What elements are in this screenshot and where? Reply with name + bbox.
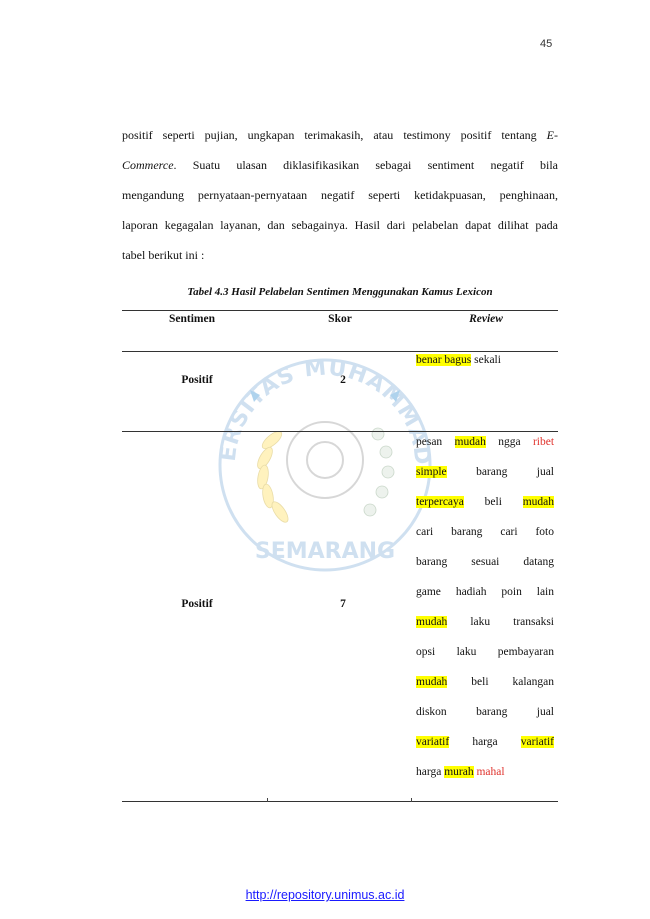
review-line: diskon barang jual: [416, 706, 554, 718]
header-skor: Skor: [328, 313, 352, 325]
review-line: mudah laku transaksi: [416, 616, 555, 628]
repository-link[interactable]: http://repository.unimus.ac.id: [245, 888, 405, 902]
paragraph-line-3: mengandung pernyataan-pernyataan negatif…: [122, 188, 558, 202]
university-logo-watermark: UNIVERSITAS MUHAMMADIYAH SEMARANG: [210, 330, 433, 572]
row1-skor: 2: [340, 374, 346, 386]
watermark-text-bottom: SEMARANG: [255, 539, 395, 564]
review-line: variatif harga variatif: [416, 736, 554, 748]
review-line: harga murah mahal: [416, 766, 505, 778]
header-sentimen: Sentimen: [169, 313, 215, 325]
paragraph-line-4: laporan kegagalan layanan, dan sebagainy…: [122, 218, 558, 232]
review-line: simple barang jual: [416, 466, 554, 478]
header-rule: [122, 351, 558, 352]
review-line: opsi laku pembayaran: [416, 646, 554, 658]
column-tick: [267, 798, 268, 802]
paragraph-line-2: Commerce. Suatu ulasan diklasifikasikan …: [122, 158, 558, 172]
table-bottom-rule: [122, 801, 558, 802]
page-number: 45: [540, 38, 553, 50]
column-tick: [411, 798, 412, 802]
review-line: barang sesuai datang: [416, 556, 554, 568]
review-line: game hadiah poin lain: [416, 586, 554, 598]
table-top-rule: [122, 310, 558, 311]
review-line: terpercaya beli mudah: [416, 496, 555, 508]
row2-sentimen: Positif: [181, 598, 213, 610]
table-caption: Tabel 4.3 Hasil Pelabelan Sentimen Mengg…: [187, 286, 493, 298]
row2-skor: 7: [340, 598, 346, 610]
review-line: pesan mudah ngga ribet: [416, 436, 555, 448]
header-review: Review: [469, 313, 503, 325]
review-line: mudah beli kalangan: [416, 676, 555, 688]
row2-review: pesan mudah ngga ribet simple barang jua…: [416, 432, 555, 792]
paragraph-line-5: tabel berikut ini :: [122, 248, 205, 262]
row1-sentimen: Positif: [181, 374, 213, 386]
row-rule: [122, 431, 558, 432]
paragraph-line-1: positif seperti pujian, ungkapan terimak…: [122, 128, 558, 142]
body-paragraph: positif seperti pujian, ungkapan terimak…: [122, 120, 558, 270]
row1-review: benar bagus sekali: [416, 354, 501, 366]
review-line: cari barang cari foto: [416, 526, 554, 538]
